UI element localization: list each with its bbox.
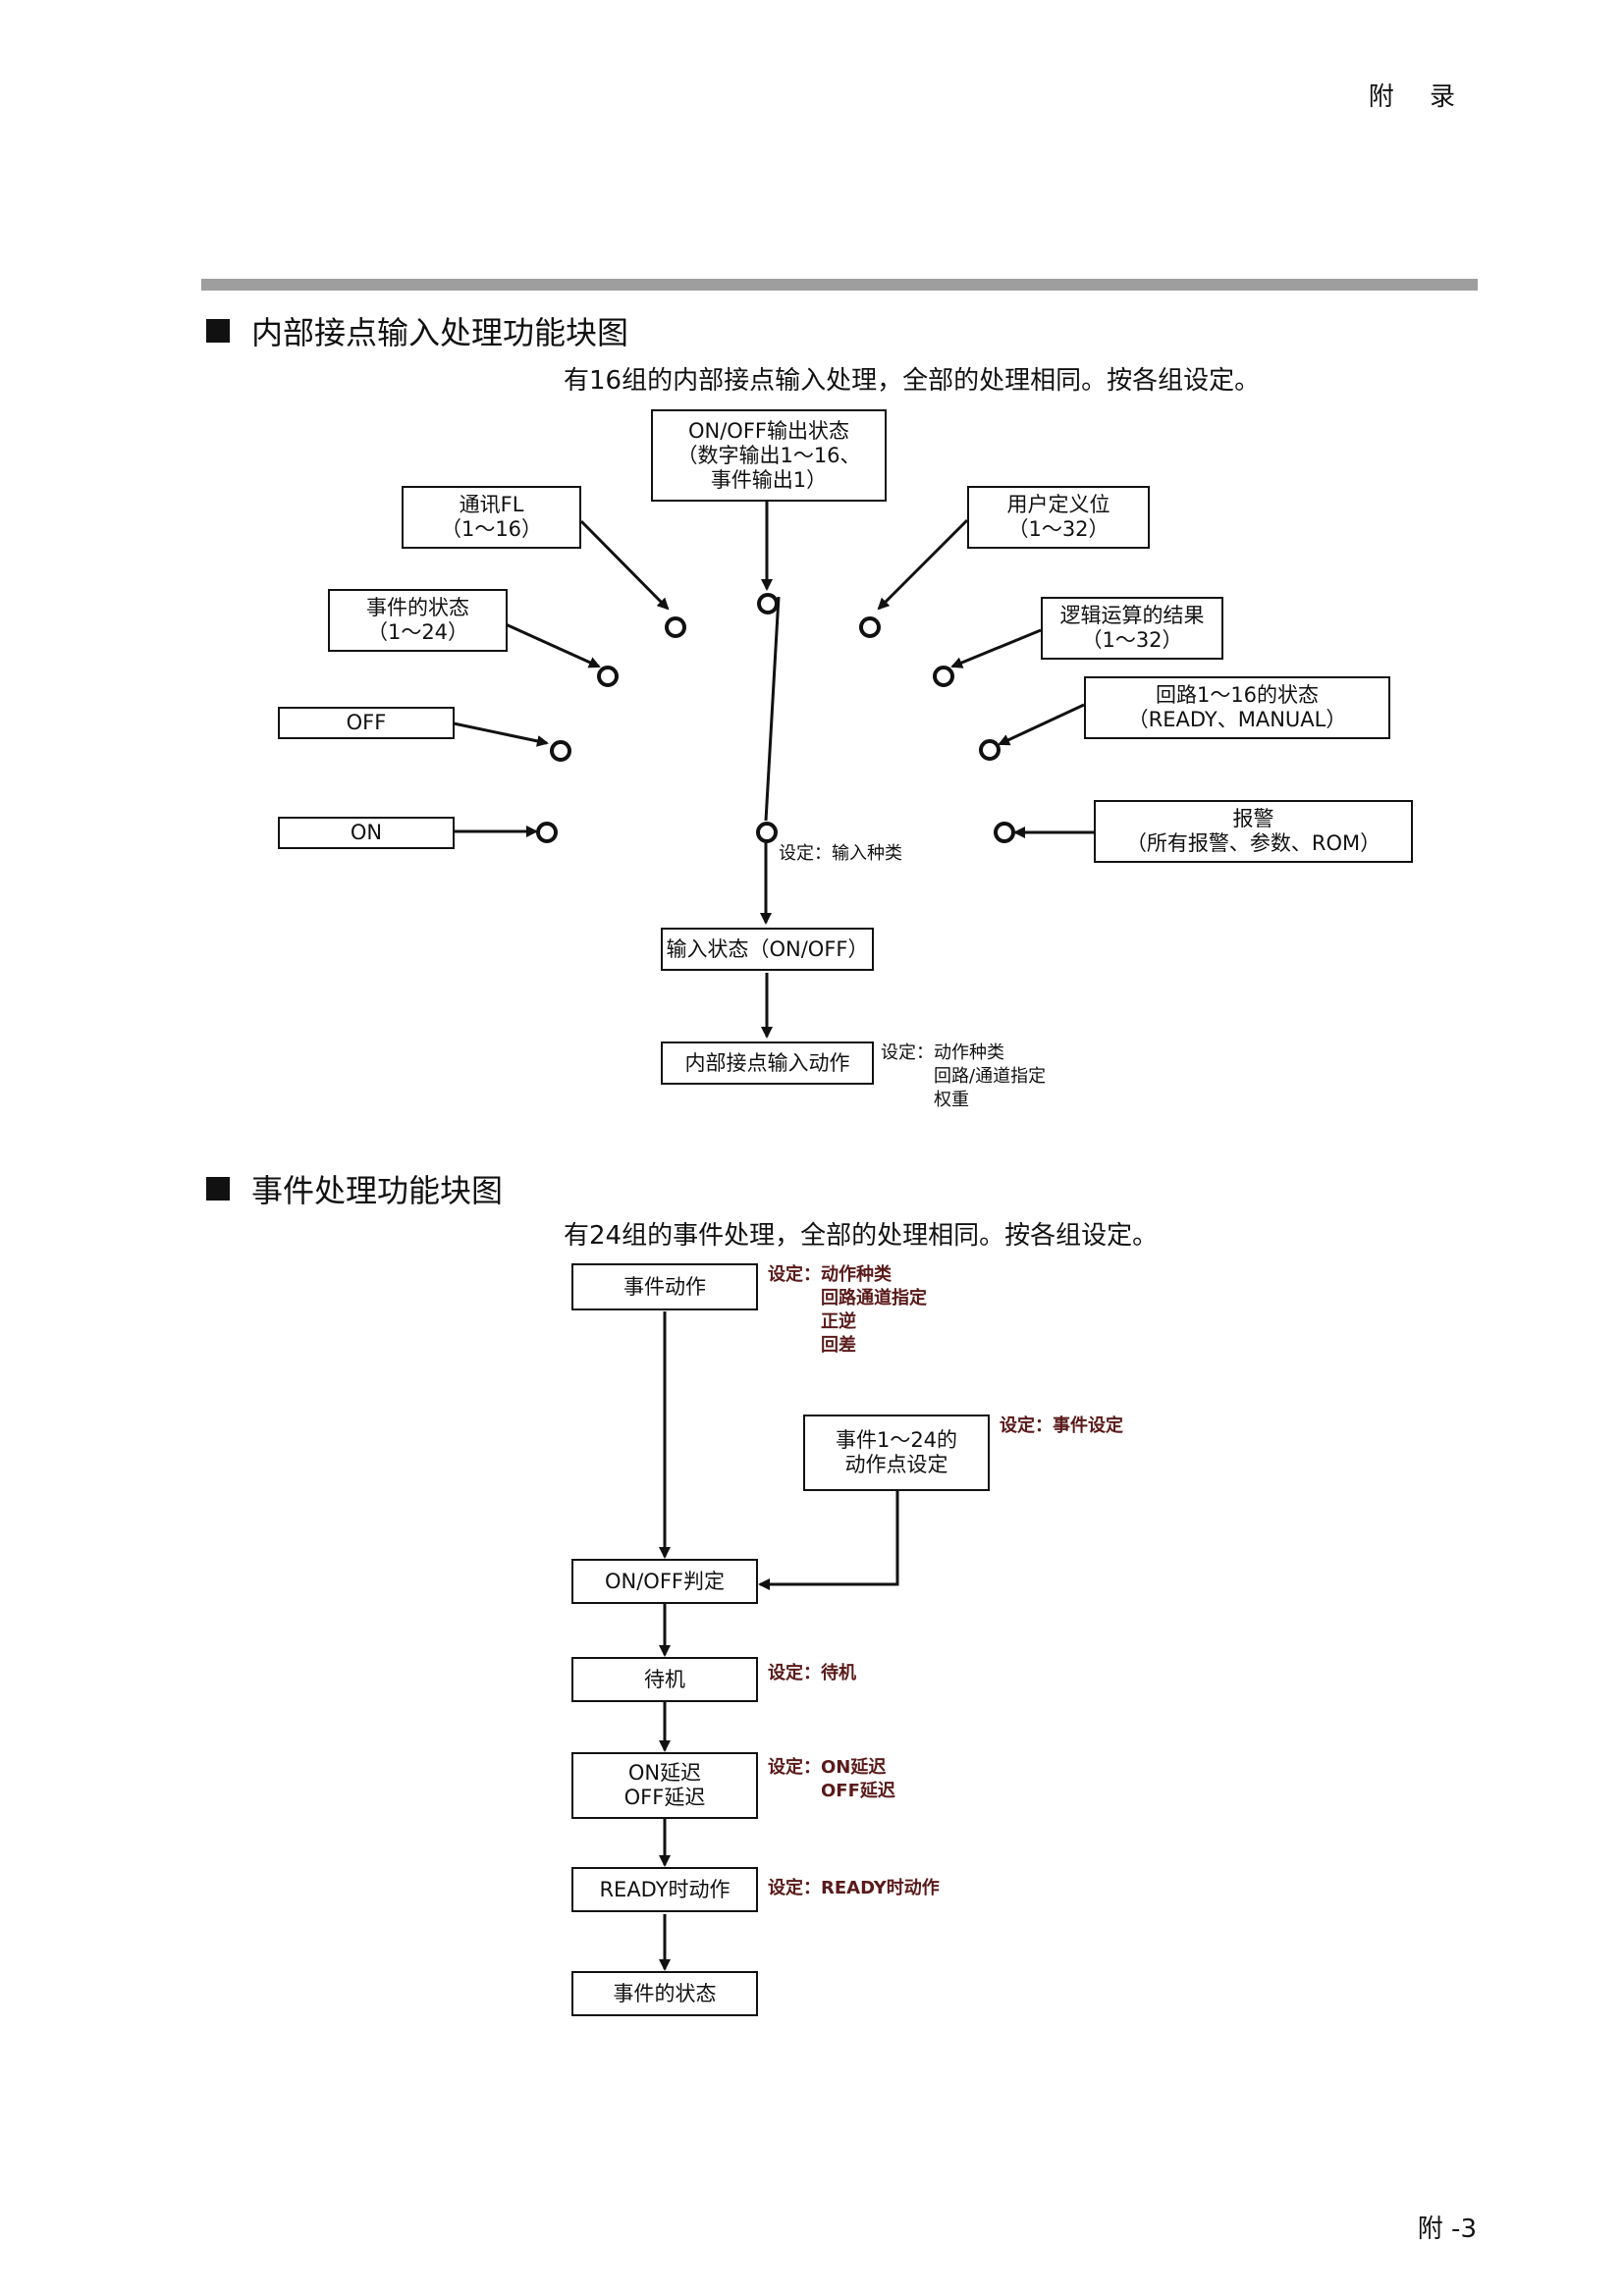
box-logic-result: 逻辑运算的结果 （1～32） <box>1041 597 1223 660</box>
note-delay-settings: 设定：ON延迟 OFF延迟 <box>768 1757 895 1801</box>
section-divider <box>201 279 1478 291</box>
note-standby-setting: 设定：待机 <box>768 1663 856 1683</box>
contact-user-bit <box>859 616 881 638</box>
box-event-action: 事件动作 <box>571 1263 758 1310</box>
box-on: ON <box>278 817 455 849</box>
arrow-points-to-judge <box>758 1490 899 1590</box>
section1-description: 有16组的内部接点输入处理，全部的处理相同。按各组设定。 <box>564 366 1261 396</box>
arrow-off <box>453 721 549 747</box>
box-comm-fl: 通讯FL （1～16） <box>402 486 581 549</box>
note-ready-action-setting: 设定：READY时动作 <box>768 1878 940 1898</box>
box-off: OFF <box>278 707 455 739</box>
page-header: 附 录 <box>1368 82 1469 112</box>
note-event-action-settings: 设定：动作种类 回路通道指定 正逆 回差 <box>768 1264 927 1356</box>
arrow-loop-state <box>998 703 1085 746</box>
section2-description: 有24组的事件处理，全部的处理相同。按各组设定。 <box>564 1221 1159 1251</box>
box-on-off-delay: ON延迟 OFF延迟 <box>571 1752 758 1819</box>
box-loop-state: 回路1～16的状态 （READY、MANUAL） <box>1084 676 1390 739</box>
contact-alarm <box>994 822 1015 843</box>
box-event-action-points: 事件1～24的 动作点设定 <box>803 1415 990 1491</box>
contact-event-state <box>597 666 619 687</box>
box-user-bit: 用户定义位 （1～32） <box>967 486 1150 549</box>
arrow-user-bit <box>877 518 969 611</box>
section1-title-row: 内部接点输入处理功能块图 <box>206 308 628 353</box>
note-action-settings: 设定：动作种类 回路/通道指定 权重 <box>881 1042 1047 1110</box>
bullet-square-icon <box>206 319 230 343</box>
contact-off <box>550 740 571 762</box>
arrow-event-state <box>505 622 601 668</box>
contact-comm-fl <box>665 616 686 638</box>
box-onoff-output-state: ON/OFF输出状态 （数字输出1～16、 事件输出1） <box>651 409 887 502</box>
box-internal-contact-action: 内部接点输入动作 <box>661 1041 874 1085</box>
box-ready-action: READY时动作 <box>571 1867 758 1912</box>
selector-switch <box>764 596 781 822</box>
note-event-settings: 设定：事件设定 <box>1000 1415 1123 1436</box>
bullet-square-icon <box>206 1177 230 1201</box>
box-input-state: 输入状态（ON/OFF） <box>661 928 874 971</box>
arrow-comm-fl <box>579 519 670 611</box>
contact-common <box>756 822 778 843</box>
page-number: 附 -3 <box>1417 2215 1477 2244</box>
box-standby: 待机 <box>571 1657 758 1702</box>
contact-onoff-output <box>757 593 779 614</box>
arrow-logic-result <box>950 628 1042 668</box>
box-alarm: 报警 （所有报警、参数、ROM） <box>1094 800 1413 863</box>
section2-title-row: 事件处理功能块图 <box>206 1166 503 1211</box>
note-input-type: 设定：输入种类 <box>779 843 902 864</box>
section2-title: 事件处理功能块图 <box>251 1172 504 1209</box>
contact-loop-state <box>979 739 1001 761</box>
contact-logic-result <box>933 666 954 687</box>
section1-title: 内部接点输入处理功能块图 <box>251 314 629 351</box>
box-event-state-result: 事件的状态 <box>571 1971 758 2016</box>
box-onoff-judge: ON/OFF判定 <box>571 1559 758 1604</box>
box-event-state: 事件的状态 （1～24） <box>328 589 508 652</box>
contact-on <box>536 822 558 843</box>
